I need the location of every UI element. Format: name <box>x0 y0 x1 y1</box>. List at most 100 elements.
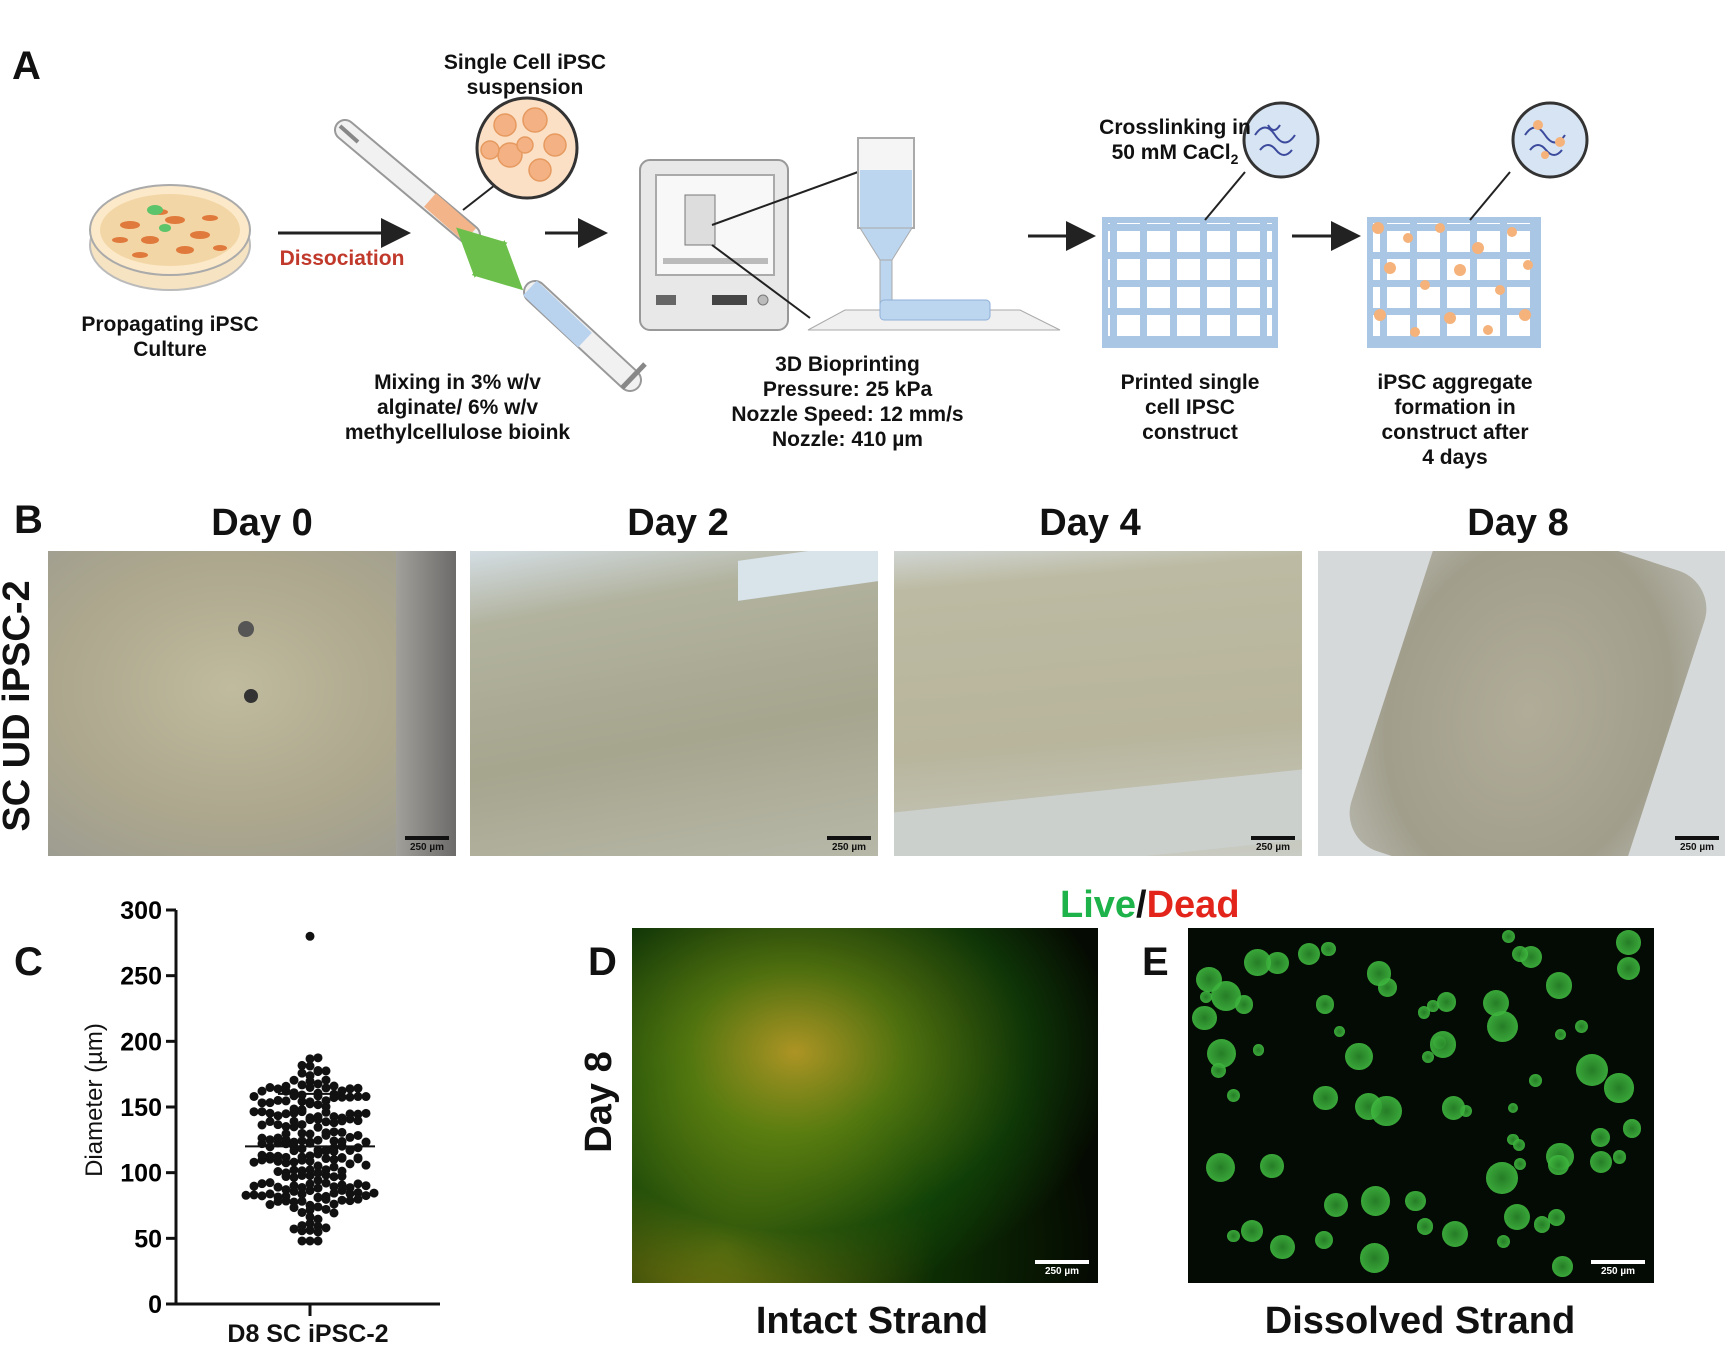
data-point <box>305 1205 315 1215</box>
data-point <box>321 1075 331 1085</box>
data-point <box>329 1154 339 1164</box>
bioprint-label: 3D Bioprinting Pressure: 25 kPa Nozzle S… <box>731 353 964 451</box>
suspension-label: Single Cell iPSC suspension <box>443 51 607 99</box>
cell-suspension-zoom-icon <box>462 96 579 211</box>
data-point <box>257 1086 267 1096</box>
data-point <box>321 1146 331 1156</box>
data-point <box>241 1190 251 1200</box>
data-point <box>313 1214 323 1224</box>
aggregate-spheroid <box>1441 1096 1466 1121</box>
data-point <box>273 1156 283 1166</box>
data-point <box>345 1132 355 1142</box>
aggregate-spheroid <box>1241 1220 1263 1243</box>
data-point <box>313 1066 323 1076</box>
aggregate-spheroid <box>1366 961 1392 986</box>
micrograph-day-8: 250 µm <box>1318 551 1725 856</box>
panel-label-b: B <box>14 498 43 542</box>
aggregate-spheroid <box>1533 1216 1551 1234</box>
culture-label: Propagating iPSC Culture <box>81 313 259 361</box>
scale-bar <box>1675 836 1719 840</box>
data-point <box>249 1091 259 1101</box>
data-point <box>297 1068 307 1078</box>
data-point <box>297 1128 307 1138</box>
data-point <box>249 1181 259 1191</box>
aggregate-construct-icon <box>1367 101 1589 348</box>
y-tick-label: 0 <box>148 1291 162 1319</box>
scale-bar <box>1035 1260 1089 1264</box>
data-point <box>345 1159 355 1169</box>
aggregate-spheroid <box>1333 1025 1345 1038</box>
data-point <box>273 1182 283 1192</box>
data-point <box>321 1194 331 1204</box>
aggregate-spheroid <box>1622 1119 1642 1139</box>
data-point <box>361 1160 371 1170</box>
scale-label: 250 µm <box>1044 1266 1080 1277</box>
data-point <box>361 1181 371 1191</box>
data-point <box>321 1223 331 1233</box>
aggregate-spheroid <box>1436 992 1457 1012</box>
data-point <box>337 1195 347 1205</box>
data-point <box>329 1199 339 1209</box>
aggregate-spheroid <box>1441 1221 1468 1248</box>
micrograph-day-2: 250 µm <box>470 551 878 856</box>
data-point <box>337 1166 347 1176</box>
day-title-0: Day 0 <box>211 502 313 544</box>
data-point <box>297 1207 307 1217</box>
data-point <box>313 1236 323 1246</box>
data-point <box>265 1200 275 1210</box>
data-point <box>353 1083 363 1093</box>
data-point <box>353 1109 363 1119</box>
data-point <box>329 1136 339 1146</box>
bioprinter-icon <box>639 159 859 331</box>
data-point <box>249 1107 259 1117</box>
aggregate-spheroid <box>1210 1062 1227 1079</box>
data-point <box>337 1116 347 1126</box>
aggregate-spheroid <box>1260 1154 1284 1178</box>
data-point <box>249 1190 259 1200</box>
aggregate-spheroid <box>1548 1154 1569 1176</box>
data-point <box>305 1212 315 1222</box>
data-point <box>329 1118 339 1128</box>
data-point <box>289 1224 299 1234</box>
aggregate-spheroid <box>1323 1193 1348 1218</box>
data-point <box>329 1127 339 1137</box>
data-point <box>297 1120 307 1130</box>
aggregate-spheroid <box>1616 957 1641 981</box>
data-point <box>321 1154 331 1164</box>
data-point <box>257 1179 267 1189</box>
y-tick-label: 250 <box>120 963 162 991</box>
data-point <box>289 1181 299 1191</box>
aggregate-spheroid <box>1244 949 1272 977</box>
data-point <box>265 1108 275 1118</box>
day-title-4: Day 4 <box>1039 502 1141 544</box>
data-point <box>273 1138 283 1148</box>
data-point <box>305 1054 315 1064</box>
data-point <box>265 1135 275 1145</box>
data-point <box>257 1150 267 1160</box>
printed-construct-icon <box>1102 101 1320 348</box>
data-point <box>353 1194 363 1204</box>
aggregate-spheroid <box>1529 1074 1542 1087</box>
data-point <box>281 1129 291 1139</box>
aggregate-spheroid <box>1360 1186 1391 1216</box>
data-point <box>361 1191 371 1201</box>
data-point <box>337 1180 347 1190</box>
data-point <box>257 1191 267 1201</box>
aggregate-spheroid <box>1612 1149 1627 1164</box>
x-category-label: D8 SC iPSC-2 <box>227 1320 389 1348</box>
live-dead-title: Live/Dead <box>1060 884 1240 926</box>
data-point <box>321 1128 331 1138</box>
aggregate-spheroid <box>1511 945 1528 962</box>
panel-label-d: D <box>588 940 617 984</box>
data-point <box>257 1107 267 1117</box>
data-point <box>313 1227 323 1237</box>
data-point <box>257 1120 267 1130</box>
dissociation-label: Dissociation <box>279 247 405 270</box>
aggregate-spheroid <box>1196 966 1222 993</box>
data-point <box>345 1114 355 1124</box>
aggregate-spheroid <box>1552 1256 1574 1277</box>
data-point <box>313 1145 323 1155</box>
aggregate-spheroid <box>1575 1019 1589 1033</box>
data-point <box>289 1075 299 1085</box>
data-point <box>329 1081 339 1091</box>
